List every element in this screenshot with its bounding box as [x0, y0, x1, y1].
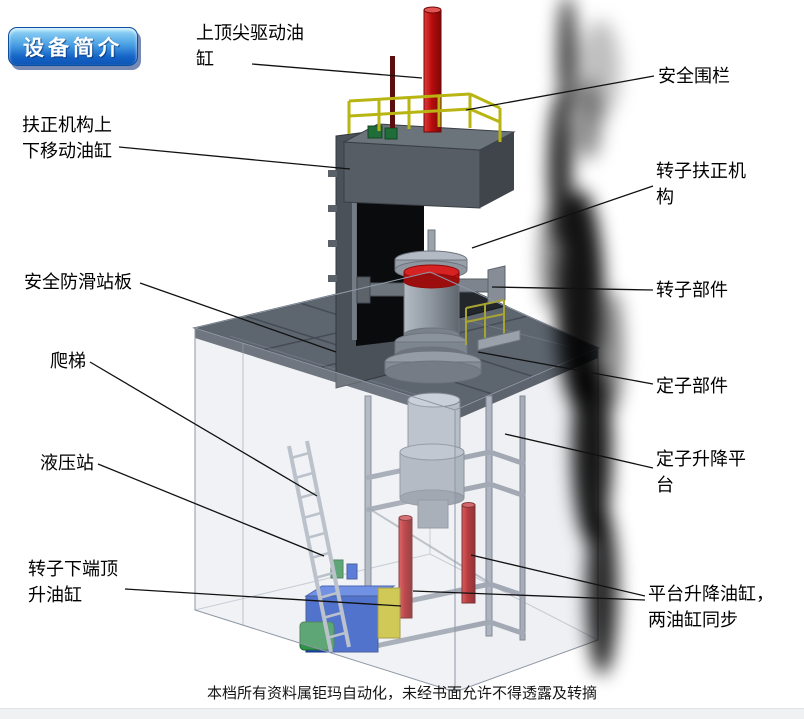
platform-lift-cylinders — [398, 502, 476, 619]
leader-stator-platform — [504, 433, 654, 469]
leader-platform-cyl-a — [470, 554, 646, 597]
leader-centering-cylinder — [118, 146, 351, 170]
label-top-drive-cylinder: 上顶尖驱动油 缸 — [196, 23, 304, 69]
stator-assembly — [399, 392, 465, 529]
hydraulic-unit — [299, 559, 401, 653]
leader-lines — [89, 63, 655, 607]
leader-rotor-part — [491, 286, 654, 291]
label-stator-lift-platform: 定子升降平 台 — [656, 449, 746, 495]
title-badge: 设备简介 — [8, 27, 138, 66]
bottom-strip — [0, 708, 804, 719]
label-centering-move-cylinder: 扶正机构上 下移动油缸 — [22, 115, 112, 161]
safety-fence — [347, 92, 502, 142]
head-box — [342, 123, 516, 209]
leader-ladder — [89, 361, 318, 497]
title-badge-label: 设备简介 — [23, 35, 123, 60]
label-stator-part: 定子部件 — [656, 376, 728, 396]
leader-platform-cyl-b — [412, 590, 646, 601]
label-antislip-plate: 安全防滑站板 — [24, 272, 132, 292]
label-rotor-centering-mechanism: 转子扶正机 构 — [656, 161, 746, 207]
copyright-notice: 本档所有资料属钜玛自动化，未经书面允许不得透露及转摘 — [206, 686, 597, 702]
top-drive-cylinder — [390, 6, 442, 133]
leader-safety-fence — [465, 75, 655, 111]
label-rotor-jack-cylinder: 转子下端顶 升油缸 — [28, 559, 118, 605]
label-ladder: 爬梯 — [50, 351, 86, 371]
leader-rotor-jack — [124, 588, 402, 607]
side-rail — [465, 299, 505, 345]
leader-antislip — [139, 282, 337, 353]
leader-stator-part — [477, 351, 654, 385]
label-hydraulic-station: 液压站 — [40, 453, 94, 473]
label-platform-lift-cylinders: 平台升降油缸， 两油缸同步 — [648, 584, 774, 630]
ladder — [287, 440, 351, 653]
cylinder-rod — [390, 56, 395, 128]
label-rotor-part: 转子部件 — [656, 280, 728, 300]
leader-hydraulic — [97, 463, 325, 557]
ink-smudge — [540, 0, 623, 675]
stator-bracket — [477, 329, 521, 351]
leader-top-cylinder — [251, 63, 423, 79]
rotor-assembly — [356, 229, 521, 384]
enclosure — [194, 271, 599, 693]
rotor-centering-arm-left — [365, 282, 407, 297]
leader-rotor-centering — [471, 185, 654, 249]
label-safety-fence: 安全围栏 — [658, 66, 730, 86]
